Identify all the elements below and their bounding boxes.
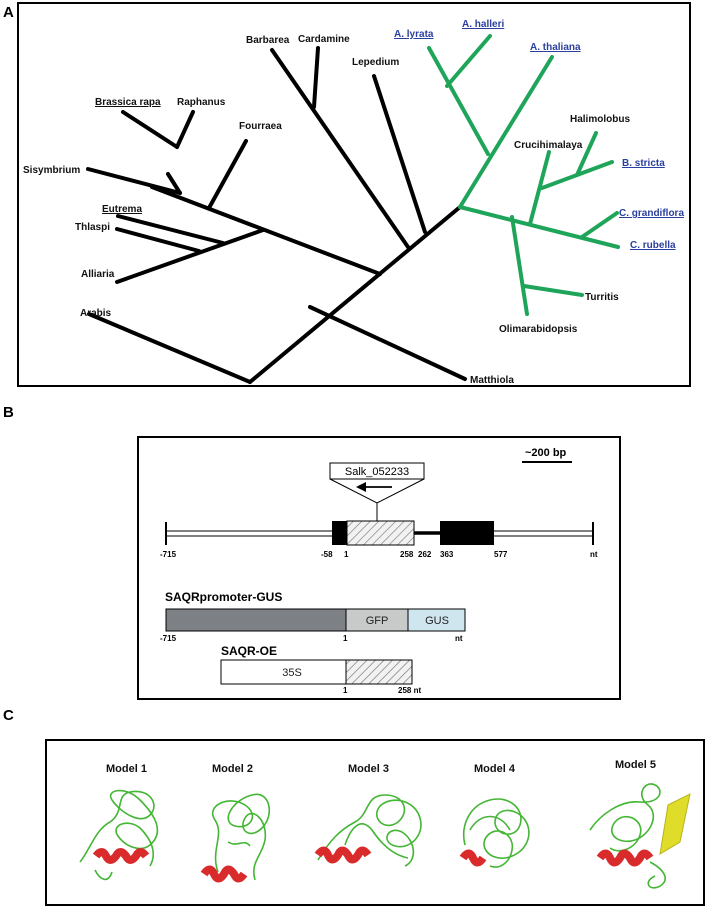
tick-258: 258 bbox=[400, 550, 414, 559]
tree-branches-black bbox=[86, 46, 467, 384]
model-4-title: Model 4 bbox=[474, 763, 516, 775]
panel-label-a: A bbox=[3, 4, 14, 21]
exon-1-cds bbox=[346, 520, 415, 546]
tree-label-c-grandiflora[interactable]: C. grandiflora bbox=[619, 208, 684, 219]
model-3-title: Model 3 bbox=[348, 763, 389, 775]
construct-1-gus bbox=[407, 608, 466, 632]
tick-minus-58: -58 bbox=[321, 550, 333, 559]
tree-label-thlaspi: Thlaspi bbox=[75, 222, 110, 233]
tick-minus-715: -715 bbox=[160, 550, 177, 559]
tree-label-eutrema: Eutrema bbox=[102, 204, 142, 215]
tree-label-olimarabidopsis: Olimarabidopsis bbox=[499, 324, 578, 335]
tree-label-a-thaliana[interactable]: A. thaliana bbox=[530, 42, 581, 53]
exon-1-utr bbox=[332, 521, 347, 545]
tree-label-raphanus: Raphanus bbox=[177, 97, 226, 108]
construct-1-tick-end: nt bbox=[455, 634, 463, 643]
tree-label-brassica-rapa: Brassica rapa bbox=[95, 97, 161, 108]
tick-1: 1 bbox=[344, 550, 349, 559]
tree-label-c-rubella[interactable]: C. rubella bbox=[630, 240, 676, 251]
tree-label-matthiola: Matthiola bbox=[470, 375, 514, 385]
construct-2-promoter bbox=[220, 659, 347, 685]
tree-label-lepedium: Lepedium bbox=[352, 57, 399, 68]
tick-262: 262 bbox=[418, 550, 432, 559]
tree-label-a-halleri[interactable]: A. halleri bbox=[462, 19, 504, 30]
models-panel: Model 1 Model 2 Model 3 Model 4 Model 5 bbox=[45, 739, 705, 906]
tree-label-turritis: Turritis bbox=[585, 292, 619, 303]
tree-label-arabis: Arabis bbox=[80, 308, 112, 319]
tick-nt: nt bbox=[590, 550, 598, 559]
model-1-structure bbox=[79, 789, 159, 881]
panel-label-b: B bbox=[3, 404, 14, 421]
t-dna-orientation-arrow bbox=[356, 482, 392, 492]
tree-label-b-stricta[interactable]: B. stricta bbox=[622, 158, 665, 169]
model-2-structure bbox=[200, 793, 271, 883]
tree-label-fourraea: Fourraea bbox=[239, 121, 282, 132]
tree-label-crucihimalaya: Crucihimalaya bbox=[514, 140, 583, 151]
insertion-marker bbox=[329, 478, 425, 504]
tick-363: 363 bbox=[440, 550, 454, 559]
tree-panel: Barbarea Cardamine Lepedium A. lyrata A.… bbox=[17, 2, 691, 387]
construct-2-tick-end: 258 nt bbox=[398, 686, 421, 695]
model-5-title: Model 5 bbox=[615, 759, 656, 771]
tree-label-a-lyrata[interactable]: A. lyrata bbox=[394, 29, 434, 40]
insertion-label: Salk_052233 bbox=[345, 466, 409, 478]
protein-models: Model 1 Model 2 Model 3 Model 4 Model 5 bbox=[79, 759, 691, 889]
construct-1-tick-start: -715 bbox=[160, 634, 177, 643]
gene-panel: ~200 bp Salk_052233 -715 -58 1 258 262 3… bbox=[137, 436, 621, 700]
model-4-structure bbox=[459, 798, 530, 868]
model-2-title: Model 2 bbox=[212, 763, 253, 775]
tree-label-sisymbrium: Sisymbrium bbox=[23, 165, 80, 176]
tree-label-alliaria: Alliaria bbox=[81, 269, 115, 280]
tick-577: 577 bbox=[494, 550, 508, 559]
tree-branches-green bbox=[427, 34, 620, 316]
construct-1-title: SAQRpromoter-GUS bbox=[165, 590, 282, 604]
construct-2-cds bbox=[345, 659, 413, 685]
model-1-title: Model 1 bbox=[106, 763, 147, 775]
phylogenetic-tree: Barbarea Cardamine Lepedium A. lyrata A.… bbox=[23, 19, 684, 385]
scale-bar-label: ~200 bp bbox=[525, 447, 567, 459]
model-3-structure bbox=[314, 794, 422, 867]
tree-label-barbarea: Barbarea bbox=[246, 35, 290, 46]
gene-diagram: ~200 bp Salk_052233 -715 -58 1 258 262 3… bbox=[160, 447, 598, 695]
construct-2-promoter-label: 35S bbox=[282, 667, 302, 679]
construct-1-gfp-label: GFP bbox=[366, 615, 389, 627]
construct-1-promoter bbox=[165, 608, 347, 632]
construct-1-tick-mid: 1 bbox=[343, 634, 348, 643]
panel-label-c: C bbox=[3, 707, 14, 724]
construct-1-gus-label: GUS bbox=[425, 615, 449, 627]
gene-backbone bbox=[165, 522, 594, 545]
tree-label-halimolobus: Halimolobus bbox=[570, 114, 630, 125]
construct-2-title: SAQR-OE bbox=[221, 644, 277, 658]
model-5-structure bbox=[589, 783, 691, 889]
exon-2 bbox=[440, 521, 494, 545]
tree-label-cardamine: Cardamine bbox=[298, 34, 350, 45]
construct-2-tick-mid: 1 bbox=[343, 686, 348, 695]
